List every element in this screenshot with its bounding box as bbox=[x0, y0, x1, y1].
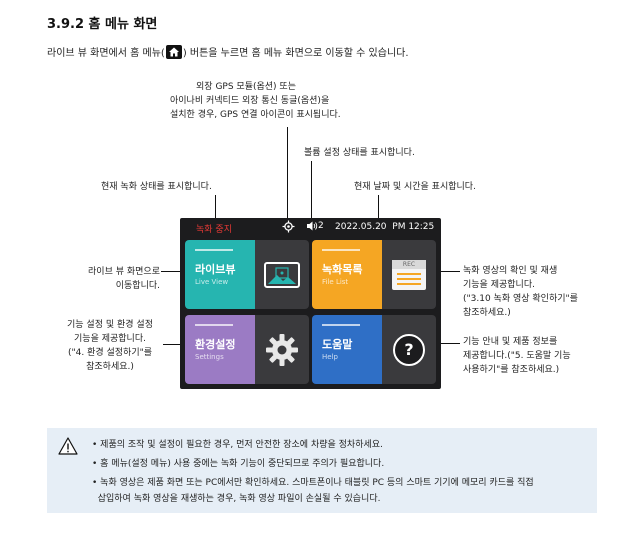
recordings-leader-line bbox=[430, 271, 460, 272]
tile-liveview-panel: 라이브뷰 Live View bbox=[185, 240, 255, 309]
help-callout-line: 기능 안내 및 제품 정보를 bbox=[463, 337, 558, 347]
notice-item: 삽입하여 녹화 영상을 재생하는 경우, 녹화 영상 파일이 손실될 수 있습니… bbox=[92, 494, 381, 504]
settings-callout: 기능 설정 및 환경 설정 기능을 제공합니다. ("4. 환경 설정하기"를 … bbox=[55, 318, 165, 374]
intro-text-after: ) 버튼을 누르면 홈 메뉴 화면으로 이동할 수 있습니다. bbox=[182, 48, 409, 59]
settings-callout-line: ("4. 환경 설정하기"를 bbox=[67, 348, 153, 358]
settings-callout-line: 기능을 제공합니다. bbox=[74, 334, 146, 344]
tile-liveview-title: 라이브뷰 bbox=[195, 263, 236, 276]
home-icon bbox=[165, 44, 182, 59]
help-leader-line bbox=[430, 343, 460, 344]
datetime-leader-line bbox=[378, 195, 379, 219]
help-icon: ? bbox=[393, 333, 425, 366]
rec-file-label: REC bbox=[392, 259, 426, 269]
tile-settings-subtitle: Settings bbox=[195, 353, 224, 361]
notice-box bbox=[47, 428, 597, 513]
status-bar: 녹화 중지 2 2022.05.20 PM 12:25 bbox=[180, 218, 441, 235]
gps-callout-line: 설치한 경우, GPS 연결 아이콘이 표시됩니다. bbox=[170, 110, 341, 120]
recordings-callout-line: ("3.10 녹화 영상 확인하기"를 bbox=[463, 294, 578, 304]
gps-leader-line bbox=[287, 127, 288, 219]
notice-item: • 녹화 영상은 제품 화면 또는 PC에서만 확인하세요. 스마트폰이나 태블… bbox=[92, 478, 534, 488]
recording-status: 녹화 중지 bbox=[196, 225, 232, 235]
date-text: 2022.05.20 bbox=[335, 222, 387, 232]
recordings-callout-line: 기능을 제공합니다. bbox=[463, 280, 535, 290]
recordings-callout: 녹화 영상의 확인 및 재생 기능을 제공합니다. ("3.10 녹화 영상 확… bbox=[463, 264, 578, 320]
volume-leader-line bbox=[311, 161, 312, 219]
rec-file-line bbox=[397, 277, 421, 280]
tile-filelist[interactable]: 녹화목록 File List REC bbox=[312, 240, 436, 309]
tile-help-icon-panel: ? bbox=[382, 315, 436, 384]
liveview-callout-line: 이동합니다. bbox=[115, 281, 160, 291]
datetime-callout: 현재 날짜 및 시간을 표시합니다. bbox=[354, 182, 476, 192]
tile-filelist-icon-panel: REC bbox=[382, 240, 436, 309]
notice-item: • 제품의 조작 및 설정이 필요한 경우, 먼저 안전한 장소에 차량을 정차… bbox=[92, 440, 383, 450]
section-heading: 3.9.2 홈 메뉴 화면 bbox=[47, 17, 158, 32]
rec-file-icon: REC bbox=[392, 259, 426, 290]
tile-help[interactable]: 도움말 Help ? bbox=[312, 315, 436, 384]
tile-settings-title: 환경설정 bbox=[195, 338, 236, 351]
recordings-callout-line: 녹화 영상의 확인 및 재생 bbox=[463, 266, 558, 276]
liveview-icon bbox=[264, 261, 300, 288]
rec-file-line bbox=[397, 272, 421, 275]
intro-text-before: 라이브 뷰 화면에서 홈 메뉴( bbox=[47, 48, 165, 59]
tile-settings[interactable]: 환경설정 Settings bbox=[185, 315, 309, 384]
liveview-callout-line: 라이브 뷰 화면으로 bbox=[88, 267, 160, 277]
tile-accent-bar bbox=[195, 249, 233, 251]
tile-filelist-title: 녹화목록 bbox=[322, 263, 363, 276]
tile-help-panel: 도움말 Help bbox=[312, 315, 382, 384]
warning-icon bbox=[58, 437, 78, 455]
help-callout: 기능 안내 및 제품 정보를 제공합니다.("5. 도움말 기능 사용하기"를 … bbox=[463, 335, 571, 377]
rec-file-line bbox=[397, 282, 421, 285]
speaker-icon bbox=[307, 221, 318, 231]
liveview-callout: 라이브 뷰 화면으로 이동합니다. bbox=[60, 265, 160, 293]
recording-callout: 현재 녹화 상태를 표시합니다. bbox=[101, 182, 212, 192]
gps-callout-line: 외장 GPS 모듈(옵션) 또는 bbox=[196, 82, 296, 92]
gear-icon bbox=[266, 333, 298, 366]
tile-liveview-subtitle: Live View bbox=[195, 278, 229, 286]
settings-leader-line bbox=[163, 344, 192, 345]
settings-callout-line: 기능 설정 및 환경 설정 bbox=[67, 320, 153, 330]
home-menu-screen: 녹화 중지 2 2022.05.20 PM 12:25 라이브뷰 L bbox=[180, 218, 441, 389]
settings-callout-line: 참조하세요.) bbox=[86, 362, 134, 372]
help-callout-line: 사용하기"를 참조하세요.) bbox=[463, 365, 560, 375]
time-text: PM 12:25 bbox=[392, 222, 435, 232]
gps-icon bbox=[282, 220, 295, 233]
recording-leader-line bbox=[215, 195, 216, 219]
help-callout-line: 제공합니다.("5. 도움말 기능 bbox=[463, 351, 571, 361]
liveview-leader-line bbox=[161, 271, 192, 272]
tile-accent-bar bbox=[195, 324, 233, 326]
tile-settings-icon-panel bbox=[255, 315, 309, 384]
tile-accent-bar bbox=[322, 249, 360, 251]
tile-filelist-panel: 녹화목록 File List bbox=[312, 240, 382, 309]
recordings-callout-line: 참조하세요.) bbox=[463, 308, 511, 318]
tile-liveview[interactable]: 라이브뷰 Live View bbox=[185, 240, 309, 309]
notice-item: • 홈 메뉴(설정 메뉴) 사용 중에는 녹화 기능이 중단되므로 주의가 필요… bbox=[92, 459, 385, 469]
tile-help-subtitle: Help bbox=[322, 353, 338, 361]
intro-text: 라이브 뷰 화면에서 홈 메뉴( ) 버튼을 누르면 홈 메뉴 화면으로 이동할… bbox=[47, 44, 409, 59]
tile-help-title: 도움말 bbox=[322, 338, 353, 351]
volume-callout: 볼륨 설정 상태를 표시합니다. bbox=[304, 148, 415, 158]
gps-callout: 외장 GPS 모듈(옵션) 또는 아이나비 커넥티드 외장 통신 동글(옵션)을… bbox=[170, 80, 341, 122]
volume-level: 2 bbox=[318, 221, 324, 231]
tile-filelist-subtitle: File List bbox=[322, 278, 349, 286]
date-time: 2022.05.20 PM 12:25 bbox=[335, 222, 434, 232]
tile-accent-bar bbox=[322, 324, 360, 326]
tile-settings-panel: 환경설정 Settings bbox=[185, 315, 255, 384]
gps-callout-line: 아이나비 커넥티드 외장 통신 동글(옵션)을 bbox=[170, 96, 330, 106]
volume-indicator: 2 bbox=[307, 221, 324, 231]
tile-liveview-icon-panel bbox=[255, 240, 309, 309]
